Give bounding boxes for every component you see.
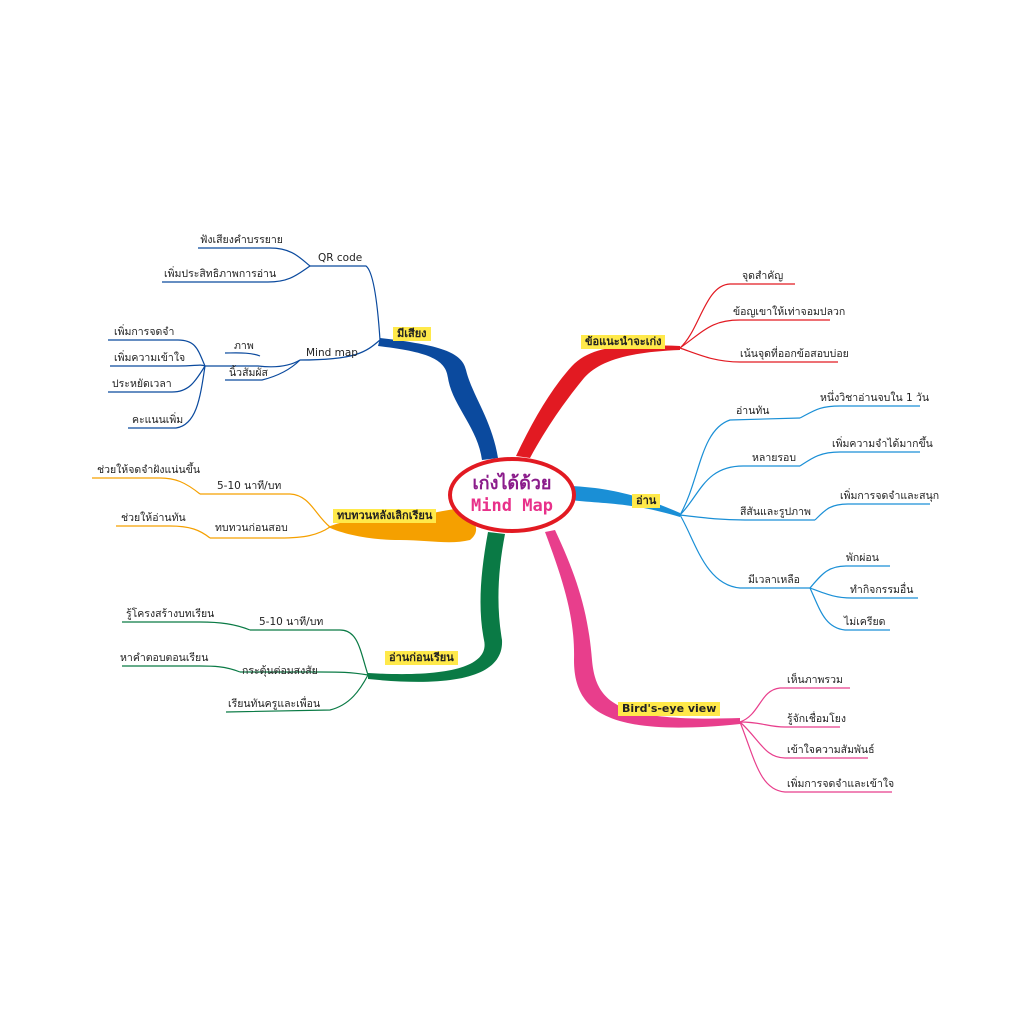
central-topic: เก่งได้ด้วย Mind Map (448, 457, 576, 533)
blue-child-4: คะแนนเพิ่ม (132, 414, 184, 426)
green-sub-1: 5-10 นาที/บท (259, 616, 324, 628)
branch-green-label: อ่านก่อนเรียน (385, 651, 458, 665)
branch-lightblue-label: อ่าน (632, 494, 661, 508)
branch-pink-label: Bird's-eye view (618, 702, 721, 716)
branch-pink-main (545, 530, 740, 728)
red-child-2: ข้อญเขาให้เท่าจอมปลวก (733, 306, 846, 318)
central-topic-line2: Mind Map (471, 496, 553, 516)
branch-green-main (368, 532, 505, 682)
blue-sub-lines (108, 247, 381, 429)
branch-blue-label: มีเสียง (393, 327, 431, 341)
green-sub-3: เรียนทันครูและเพื่อน (228, 698, 321, 710)
blue-child-2: เพิ่มความเข้าใจ (114, 352, 186, 364)
green-sub-1-child-1: รู้โครงสร้างบทเรียน (126, 608, 215, 620)
pink-child-1: เห็นภาพรวม (787, 674, 843, 686)
lightblue-sub-lines (679, 405, 930, 631)
pink-child-4: เพิ่มการจดจำและเข้าใจ (787, 778, 895, 790)
pink-sub-lines (739, 687, 892, 793)
branch-blue-main (378, 338, 498, 460)
blue-child-3: ประหยัดเวลา (112, 378, 172, 390)
central-topic-line1: เก่งได้ด้วย (472, 473, 552, 494)
lightblue-sub-4-child-1: พักผ่อน (846, 552, 879, 564)
pink-child-2: รู้จักเชื่อมโยง (787, 713, 847, 725)
branch-lightblue-main (570, 486, 680, 517)
lightblue-sub-3-child-1: เพิ่มการจดจำและสนุก (840, 490, 940, 502)
red-child-3: เน้นจุดที่ออกข้อสอบบ่อย (740, 348, 849, 360)
lightblue-sub-4-child-3: ไม่เครียด (844, 616, 886, 628)
blue-mindmap-label: Mind map (306, 347, 358, 359)
blue-touch-label: นิ้วสัมผัส (229, 367, 268, 379)
lightblue-sub-2-child-1: เพิ่มความจำได้มากขึ้น (832, 438, 933, 450)
green-sub-2-child-1: หาคำตอบตอนเรียน (120, 652, 209, 664)
green-sub-2: กระตุ้นต่อมสงสัย (242, 665, 318, 677)
orange-sub-1-child-1: ช่วยให้จดจำฝังแน่นขึ้น (97, 464, 201, 476)
orange-sub-1: 5-10 นาที/บท (217, 480, 282, 492)
blue-qr-child-2: เพิ่มประสิทธิภาพการอ่าน (164, 268, 277, 280)
lightblue-sub-2: หลายรอบ (752, 452, 797, 464)
orange-sub-2-child-1: ช่วยให้อ่านทัน (121, 512, 186, 524)
lightblue-sub-4: มีเวลาเหลือ (748, 574, 800, 586)
lightblue-sub-4-child-2: ทำกิจกรรมอื่น (850, 584, 914, 596)
green-sub-lines (122, 621, 369, 713)
branch-orange-main (328, 508, 477, 543)
branch-orange-label: ทบทวนหลังเลิกเรียน (333, 509, 437, 523)
blue-qr-child-1: ฟังเสียงคำบรรยาย (200, 234, 283, 246)
red-sub-lines (679, 283, 838, 363)
blue-qr-label: QR code (318, 252, 363, 264)
lightblue-sub-1-child-1: หนึ่งวิชาอ่านจบใน 1 วัน (820, 392, 930, 404)
branch-red-main (516, 345, 680, 458)
blue-child-1: เพิ่มการจดจำ (114, 326, 175, 338)
red-child-1: จุดสำคัญ (742, 270, 784, 282)
orange-sub-lines (92, 477, 331, 539)
lightblue-sub-1: อ่านทัน (736, 405, 770, 417)
blue-pic-label: ภาพ (234, 340, 254, 352)
orange-sub-2: ทบทวนก่อนสอบ (215, 522, 288, 534)
lightblue-sub-3: สีสันและรูปภาพ (740, 506, 811, 518)
branch-red-label: ข้อแนะนำจะเก่ง (581, 335, 666, 349)
pink-child-3: เข้าใจความสัมพันธ์ (787, 744, 875, 756)
